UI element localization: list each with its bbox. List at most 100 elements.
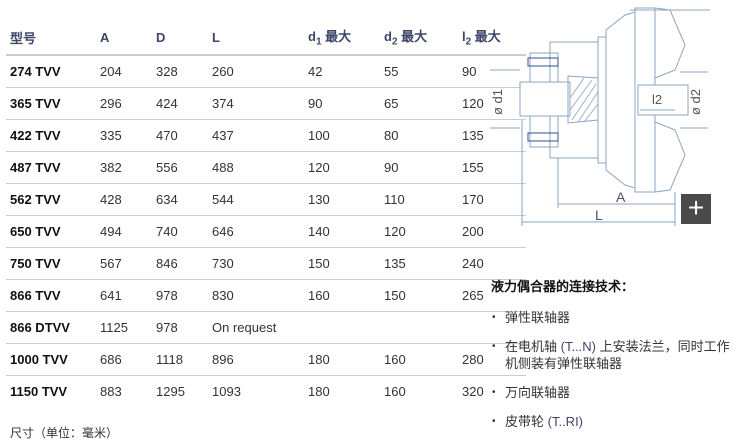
value-cell: 260 [208,55,304,88]
value-cell: 204 [96,55,152,88]
value-cell: 265 [458,279,526,312]
value-cell: 740 [152,215,208,248]
value-cell: 634 [152,183,208,216]
header-text: 型号 [10,30,37,46]
value-cell: 896 [208,343,304,376]
value-cell: 90 [458,55,526,88]
header-suffix: 最大 [321,29,352,45]
value-cell: 846 [152,247,208,280]
tech-list-item: 皮带轮 (T..RI) [491,413,731,430]
model-cell: 1000 TVV [6,343,96,376]
tech-list: 弹性联轴器在电机轴 (T...N) 上安装法兰，同时工作机侧装有弹性联轴器万向联… [491,309,731,430]
item-text: 皮带轮 [505,414,548,429]
value-cell: 1093 [212,384,241,399]
header-text: D [156,29,166,45]
value-cell: 488 [208,151,304,184]
value-cell: 424 [152,87,208,120]
value-cell: 567 [96,247,152,280]
connection-technology: 液力偶合器的连接技术： 弹性联轴器在电机轴 (T...N) 上安装法兰，同时工作… [491,276,731,442]
value-cell: 494 [96,215,152,248]
value-cell: 130 [304,183,380,216]
model-cell: 274 TVV [6,55,96,88]
value-cell: 556 [152,151,208,184]
value-cell: 120 [304,151,380,184]
header-text: l [462,29,466,45]
value-cell: 730 [208,247,304,280]
value-cell: 320 [462,384,484,399]
value-cell: 437 [208,119,304,152]
tech-list-item: 弹性联轴器 [491,309,731,326]
value-cell: 1295 [156,384,185,399]
item-text: 万向联轴器 [505,385,571,400]
item-text: 弹性联轴器 [505,310,571,325]
model-cell: 365 TVV [6,87,96,120]
value-cell: 328 [152,55,208,88]
column-header: l2 最大 [458,20,526,56]
label-d1: ø d1 [490,89,505,115]
value-cell: 544 [208,183,304,216]
value-cell: 110 [380,183,458,216]
header-suffix: 最大 [397,29,428,45]
value-cell: 200 [458,215,526,248]
value-cell: 296 [96,87,152,120]
value-cell: 978 [152,279,208,312]
value-cell: 335 [96,119,152,152]
model-cell: 650 TVV [6,215,96,248]
value-cell: 155 [458,151,526,184]
zoom-plus-button[interactable]: + [681,194,711,224]
value-cell: 140 [304,215,380,248]
column-header: d1 最大 [304,20,380,56]
value-cell: 160 [304,279,380,312]
header-text: A [100,29,110,45]
value-cell: 686 [96,343,152,376]
header-text: d [308,29,316,45]
value-cell: 160 [380,343,458,376]
value-cell: 170 [458,183,526,216]
label-L: L [595,207,603,223]
model-cell: 750 TVV [6,247,96,280]
column-header: L [208,20,304,56]
value-cell: 883 [100,384,122,399]
value-cell: 641 [96,279,152,312]
value-cell: 120 [458,87,526,120]
value-cell: 830 [208,279,304,312]
value-cell: 160 [384,384,406,399]
model-cell: 866 TVV [6,279,96,312]
value-cell: 80 [380,119,458,152]
label-l2: l2 [652,92,662,107]
value-cell: 135 [458,119,526,152]
column-header: D [152,20,208,56]
item-code: (T...N) [560,339,597,354]
value-cell: 42 [304,55,380,88]
tech-list-item: 在电机轴 (T...N) 上安装法兰，同时工作机侧装有弹性联轴器 [491,338,731,372]
value-cell: 90 [304,87,380,120]
model-cell: 562 TVV [6,183,96,216]
model-cell: 1150 TVV [10,384,68,399]
units-note: 尺寸（单位：毫米） [10,426,119,440]
item-text-rest: 上安装法兰，同时工作机侧装有弹性联轴器 [505,339,730,371]
value-cell: 240 [458,247,526,280]
coupling-drawing [490,7,710,226]
item-code: (T..RI) [547,414,584,429]
tech-list-item: 万向联轴器 [491,384,731,401]
value-cell: 978 [152,311,208,344]
header-text: L [212,29,220,45]
value-cell: 382 [96,151,152,184]
value-cell: 646 [208,215,304,248]
value-cell: 180 [304,343,380,376]
column-header: A [96,20,152,56]
value-cell: 100 [304,119,380,152]
value-cell: 1118 [152,343,208,376]
label-A: A [616,189,626,205]
value-cell: 150 [304,247,380,280]
